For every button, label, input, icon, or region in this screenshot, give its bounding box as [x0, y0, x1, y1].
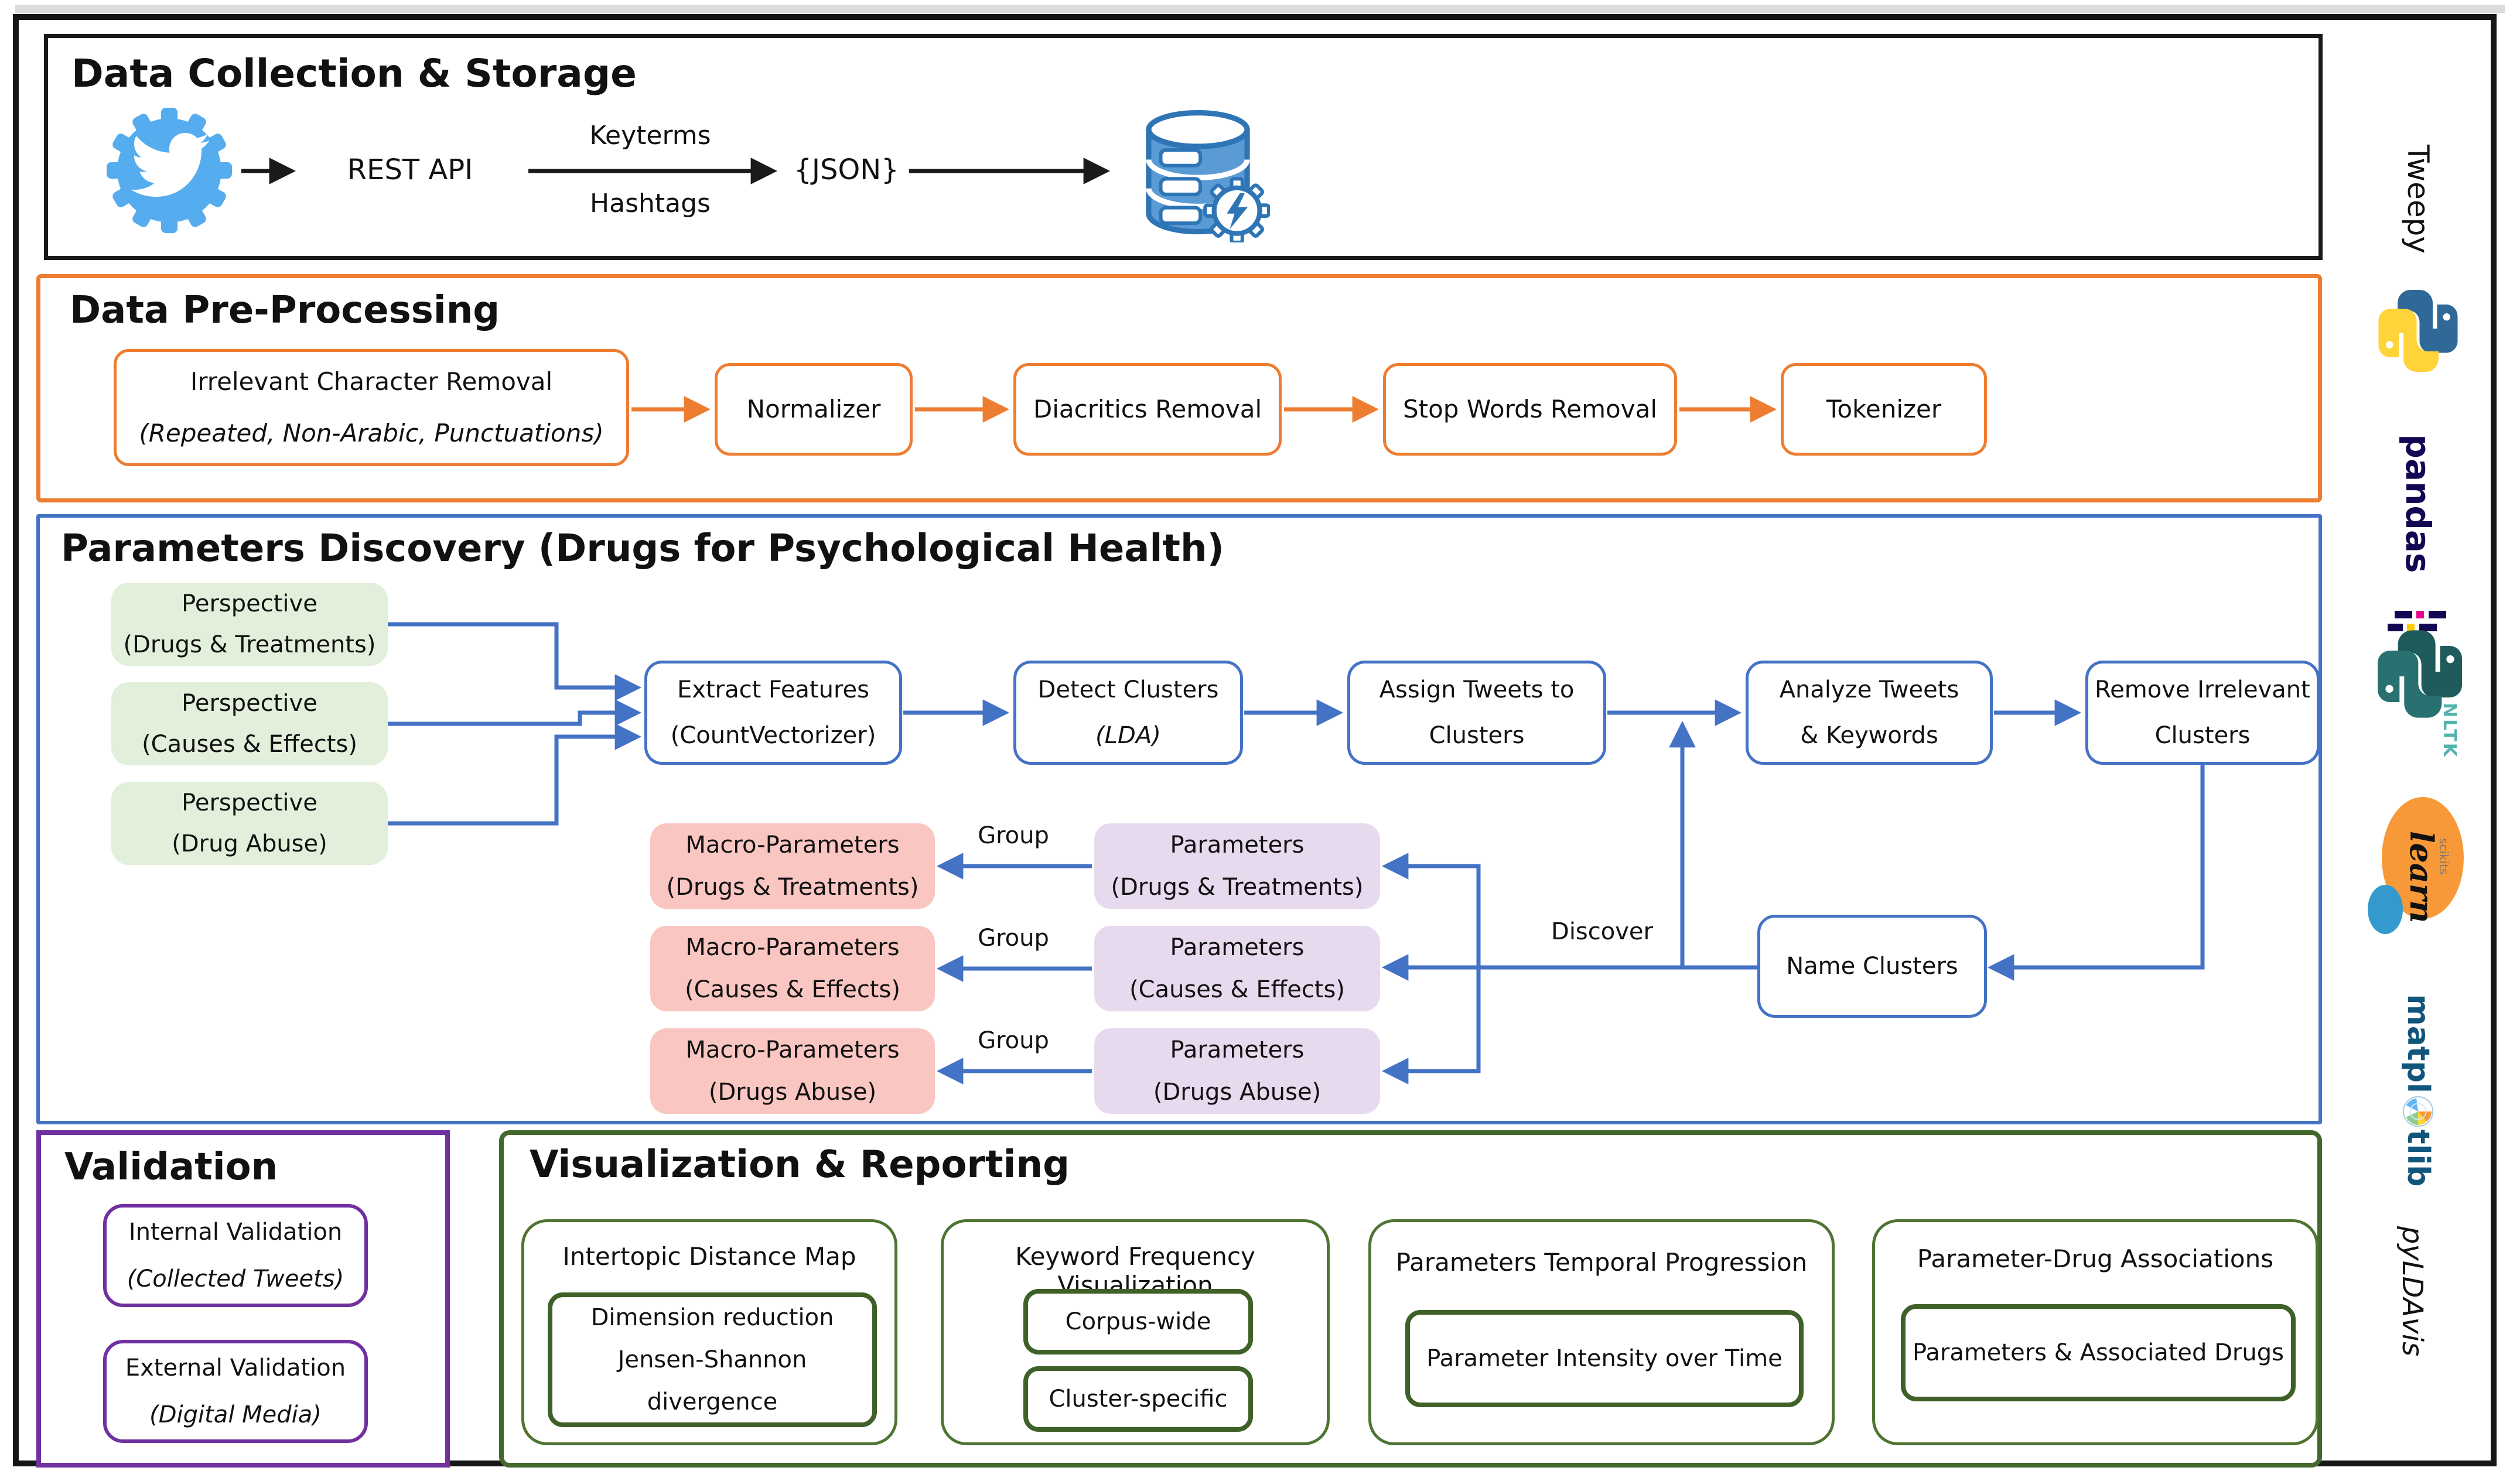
corpus-wide-box: Corpus-wide: [1023, 1289, 1253, 1355]
card-title: Parameter-Drug Associations: [1917, 1244, 2274, 1273]
flow-remove-irrelevant-clusters: Remove Irrelevant Clusters: [2085, 661, 2320, 765]
card-temporal-progression: Parameters Temporal Progression Paramete…: [1368, 1219, 1835, 1445]
macro-parameters-causes-effects: Macro-Parameters (Causes & Effects): [650, 926, 935, 1011]
step-diacritics-removal: Diacritics Removal: [1013, 363, 1282, 456]
section-title: Validation: [64, 1145, 278, 1189]
scikit-learn-logo-icon: scikits learn: [2359, 770, 2477, 934]
macro-parameters-drugs-treatments: Macro-Parameters (Drugs & Treatments): [650, 823, 935, 909]
json-label: {JSON}: [794, 153, 899, 186]
nltk-wordmark: NLTK: [2439, 703, 2460, 758]
card-keyword-frequency: Keyword Frequency Visualization Corpus-w…: [941, 1219, 1330, 1445]
group-label-2: Group: [978, 925, 1049, 952]
external-validation: External Validation (Digital Media): [103, 1340, 368, 1443]
card-intertopic-distance-map: Intertopic Distance Map Dimension reduct…: [521, 1219, 897, 1445]
cluster-specific-box: Cluster-specific: [1023, 1366, 1253, 1432]
rest-api-label: REST API: [347, 153, 473, 186]
group-label-1: Group: [978, 822, 1049, 849]
keyterms-label: Keyterms: [589, 121, 711, 151]
hashtags-label: Hashtags: [590, 189, 711, 218]
associated-drugs-box: Parameters & Associated Drugs: [1901, 1304, 2296, 1401]
card-title: Intertopic Distance Map: [562, 1242, 856, 1271]
step-normalizer: Normalizer: [715, 363, 913, 456]
internal-validation: Internal Validation (Collected Tweets): [103, 1204, 368, 1307]
step-irrelevant-character-removal: Irrelevant Character Removal (Repeated, …: [114, 349, 629, 466]
section-title: Parameters Discovery (Drugs for Psycholo…: [61, 527, 1224, 570]
flow-name-clusters: Name Clusters: [1757, 915, 1987, 1018]
nltk-logo-icon: NLTK: [2362, 624, 2474, 758]
section-title: Data Pre-Processing: [70, 289, 500, 332]
matplotlib-wordmark: matpl tlib: [2401, 994, 2436, 1187]
card-title: Parameters Temporal Progression: [1395, 1248, 1808, 1277]
flow-extract-features: Extract Features (CountVectorizer): [644, 661, 902, 765]
parameter-intensity-box: Parameter Intensity over Time: [1405, 1310, 1804, 1407]
library-label-tweepy: Tweepy: [2401, 144, 2435, 254]
section-title: Visualization & Reporting: [530, 1143, 1070, 1186]
twitter-gear-icon: [107, 108, 232, 233]
pyldavis-label: pyLDAvis: [2396, 1226, 2429, 1357]
perspective-drug-abuse: Perspective (Drug Abuse): [111, 782, 388, 865]
pandas-wordmark: pandas: [2398, 434, 2438, 573]
database-lightning-gear-icon: [1146, 110, 1270, 242]
macro-parameters-drugs-abuse: Macro-Parameters (Drugs Abuse): [650, 1028, 935, 1114]
intertopic-inner-box: Dimension reduction Jensen-Shannon diver…: [548, 1292, 877, 1427]
flow-assign-tweets: Assign Tweets to Clusters: [1347, 661, 1606, 765]
pandas-bars-icon: [2383, 589, 2453, 659]
top-divider: [15, 5, 2505, 13]
parameters-drugs-abuse: Parameters (Drugs Abuse): [1094, 1028, 1380, 1114]
perspective-drugs-treatments: Perspective (Drugs & Treatments): [111, 583, 388, 666]
python-logo-icon: [2374, 287, 2462, 375]
matplotlib-polar-icon: [2402, 1096, 2434, 1127]
flow-detect-clusters: Detect Clusters (LDA): [1013, 661, 1243, 765]
flow-analyze-tweets: Analyze Tweets & Keywords: [1746, 661, 1993, 765]
step-tokenizer: Tokenizer: [1781, 363, 1987, 456]
parameters-causes-effects: Parameters (Causes & Effects): [1094, 926, 1380, 1011]
section-title: Data Collection & Storage: [71, 51, 637, 96]
parameters-drugs-treatments: Parameters (Drugs & Treatments): [1094, 823, 1380, 909]
step-stop-words-removal: Stop Words Removal: [1383, 363, 1677, 456]
learn-text: learn: [2403, 831, 2440, 924]
perspective-causes-effects: Perspective (Causes & Effects): [111, 682, 388, 765]
card-parameter-drug-associations: Parameter-Drug Associations Parameters &…: [1872, 1219, 2318, 1445]
discover-label: Discover: [1551, 918, 1653, 945]
group-label-3: Group: [978, 1027, 1049, 1054]
